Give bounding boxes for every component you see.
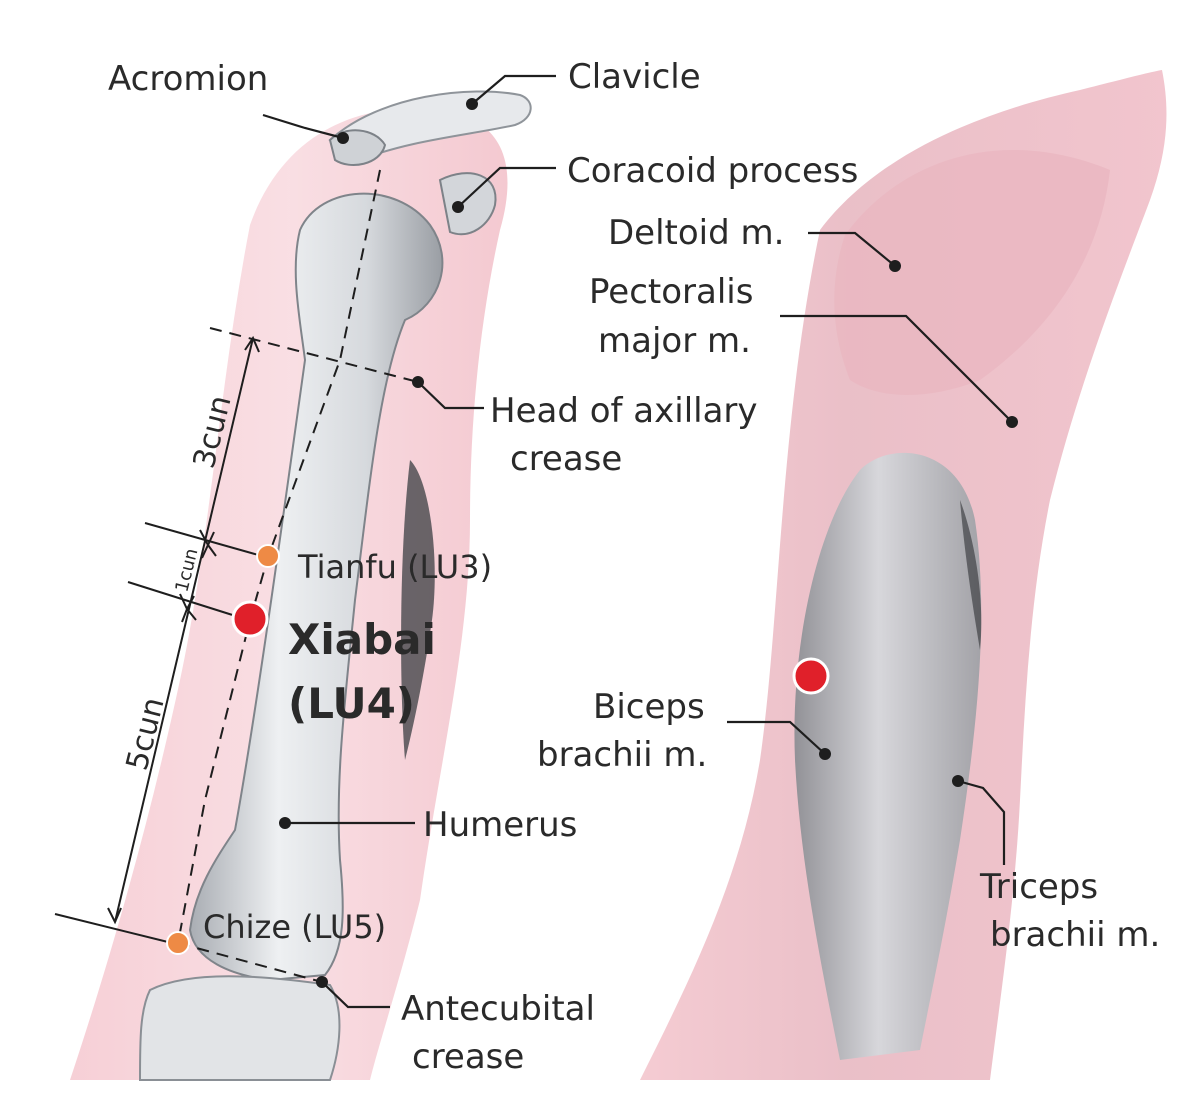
axillary-crease-line: [209, 327, 419, 383]
biceps-leader: [727, 720, 826, 755]
label-acromion: Acromion: [108, 59, 268, 99]
meridian-line: [177, 169, 381, 944]
coracoid-shape: [438, 172, 497, 236]
antecubital-leader: [321, 981, 390, 1009]
axillary-leader: [417, 381, 484, 410]
forearm-bones: [138, 975, 341, 1081]
biceps-marker: [819, 748, 831, 760]
label-deltoid: Deltoid m.: [608, 213, 784, 253]
antecubital-crease-line: [177, 942, 323, 983]
humerus-marker: [279, 817, 291, 829]
antecubital-marker: [316, 976, 328, 988]
label-biceps-1: Biceps: [593, 687, 705, 727]
label-clavicle: Clavicle: [568, 57, 701, 97]
xiabai-point: [231, 600, 269, 638]
biceps-shape: [794, 452, 982, 1061]
label-triceps-1: Triceps: [979, 867, 1098, 907]
clavicle-leader: [471, 74, 556, 105]
deltoid-leader: [808, 231, 896, 267]
label-antecubital-1: Antecubital: [401, 989, 595, 1029]
label-pectoralis-1: Pectoralis: [589, 272, 753, 312]
clavicle-marker: [466, 98, 478, 110]
left-arm-figure: [70, 90, 532, 1081]
coracoid-marker: [452, 201, 464, 213]
label-xiabai-2: (LU4): [288, 679, 415, 728]
triceps-leader: [957, 779, 1006, 865]
label-xiabai-1: Xiabai: [288, 615, 436, 664]
coracoid-leader: [457, 166, 556, 208]
label-tianfu: Tianfu (LU3): [297, 548, 492, 586]
axilla-shadow: [401, 460, 435, 760]
label-axillary-2: crease: [510, 439, 622, 479]
chize-point: [166, 931, 190, 955]
label-triceps-2: brachii m.: [990, 915, 1160, 955]
pectoralis-leader: [780, 314, 1013, 423]
label-coracoid: Coracoid process: [567, 151, 858, 191]
label-biceps-2: brachii m.: [537, 735, 707, 775]
deltoid-shape: [834, 150, 1110, 395]
label-chize: Chize (LU5): [203, 908, 386, 946]
xiabai-point-right: [792, 657, 830, 695]
axillary-marker: [412, 376, 424, 388]
deltoid-marker: [889, 260, 901, 272]
label-antecubital-2: crease: [412, 1037, 524, 1077]
tianfu-point: [256, 544, 280, 568]
label-axillary-1: Head of axillary: [490, 391, 758, 431]
acromion-leader: [262, 113, 344, 140]
label-pectoralis-2: major m.: [598, 321, 751, 361]
cun-dimension: [54, 335, 263, 944]
label-humerus: Humerus: [423, 805, 577, 845]
triceps-gap-shadow: [960, 500, 982, 650]
pectoralis-marker: [1006, 416, 1018, 428]
humerus-shape: [188, 192, 444, 982]
acromion-marker: [337, 132, 349, 144]
triceps-marker: [952, 775, 964, 787]
right-arm-figure: [640, 70, 1167, 1080]
